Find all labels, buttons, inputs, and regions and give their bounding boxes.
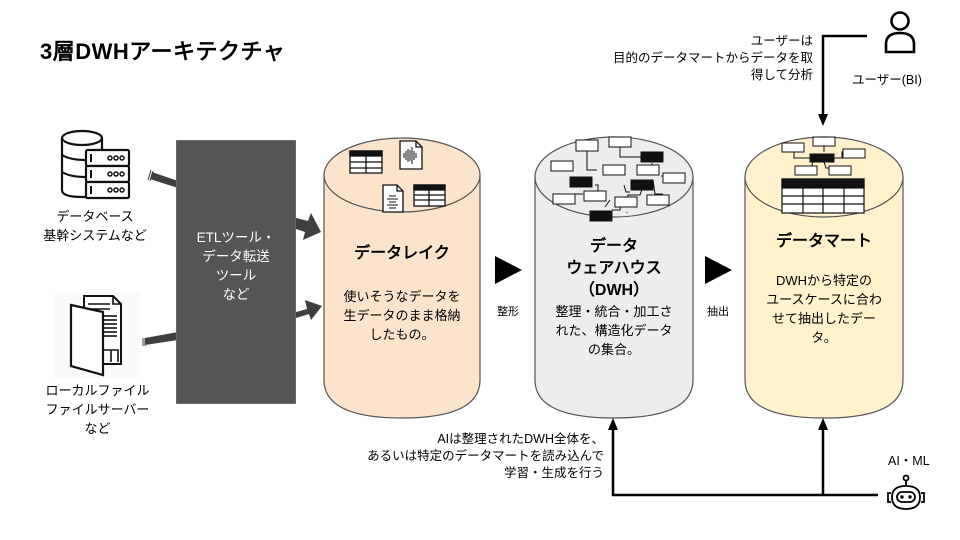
layer-description: 整理・統合・加工さ れた、構造化データ の集合。	[535, 302, 693, 359]
layer-description: DWHから特定の ユースケースに合わ せて抽出したデー タ。	[745, 271, 903, 347]
label-line: ファイルサーバー	[45, 402, 150, 417]
layer-title: ウェアハウス	[566, 260, 662, 277]
user-note: ユーザーは 目的のデータマートからデータを取 得して分析	[613, 33, 813, 84]
label-line: データベース	[56, 209, 134, 224]
schema-network-icon	[550, 136, 686, 222]
note-line: あるいは特定のデータマートを読み込んで	[367, 449, 604, 463]
ai-to-layers-arrows	[611, 428, 878, 497]
desc-line: 生データのまま格納	[343, 308, 461, 323]
etl-to-lake-arrow-bottom	[296, 300, 322, 320]
label-line: など	[222, 287, 250, 302]
label-line: 基幹システムなど	[43, 228, 147, 243]
ai-arrowhead-dwh	[608, 418, 618, 430]
note-line: AIは整理されたDWH全体を、	[437, 432, 604, 446]
audio-file-icon	[399, 140, 423, 170]
dwh-cylinder	[534, 136, 694, 419]
desc-line: タ。	[811, 330, 837, 345]
layer-title: データレイク	[354, 245, 450, 262]
document-icon	[382, 184, 404, 213]
layer-title: データマート	[775, 233, 872, 250]
desc-line: せて抽出したデー	[771, 311, 876, 326]
layer-title: データ	[589, 238, 638, 255]
ai-arrowhead-mart	[818, 418, 828, 430]
files-source-label: ローカルファイル ファイルサーバー など	[35, 381, 160, 438]
desc-line: 整理・統合・加工さ	[555, 304, 673, 319]
etl-tool-label: ETLツール・ データ転送 ツール など	[176, 228, 296, 304]
label-line: ETLツール・	[196, 230, 276, 245]
desc-line: したもの。	[369, 327, 435, 342]
label-line: ツール	[215, 268, 257, 283]
step-label-shape: 整形	[497, 306, 519, 318]
database-source-label: データベース 基幹システムなど	[40, 207, 150, 245]
source-to-etl-arrow-db	[147, 169, 178, 188]
step-label-extract: 抽出	[707, 306, 729, 318]
desc-line: DWHから特定の	[775, 273, 873, 288]
layer-title: （DWH）	[578, 282, 650, 299]
note-line: 学習・生成を行う	[503, 466, 604, 480]
table-icon	[349, 150, 383, 174]
etl-tool-box	[176, 140, 296, 404]
label-line: データ転送	[202, 249, 270, 264]
ai-note: AIは整理されたDWH全体を、 あるいは特定のデータマートを読み込んで 学習・生…	[367, 431, 604, 482]
schema-network-icon	[781, 136, 866, 176]
desc-line: れた、構造化データ	[555, 323, 673, 338]
source-to-etl-arrow-files	[142, 332, 178, 346]
step-arrow-extract	[705, 256, 732, 284]
table-icon	[781, 178, 865, 214]
data-lake-text: データレイク 使いそうなデータを 生データのまま格納 したもの。	[324, 243, 480, 344]
step-arrow-shape	[495, 256, 522, 284]
label-line: など	[84, 421, 111, 436]
page-title: 3層DWHアーキテクチャ	[40, 39, 286, 64]
note-line: 目的のデータマートからデータを取	[612, 51, 813, 65]
data-mart-cylinder	[744, 136, 904, 419]
user-to-mart-arrow	[818, 34, 867, 126]
desc-line: 使いそうなデータを	[343, 289, 461, 304]
ai-label: AI・ML	[888, 454, 930, 468]
etl-to-lake-arrow-top	[296, 213, 321, 240]
desc-line: の集合。	[587, 342, 640, 357]
data-mart-text: データマート DWHから特定の ユースケースに合わ せて抽出したデー タ。	[745, 231, 903, 347]
database-server-icon	[60, 129, 131, 200]
desc-line: ユースケースに合わ	[766, 292, 882, 307]
dwh-text: データ ウェアハウス （DWH） 整理・統合・加工さ れた、構造化データ の集合…	[535, 236, 693, 359]
note-line: 得して分析	[750, 68, 813, 82]
robot-icon	[887, 474, 925, 510]
data-lake-cylinder	[323, 137, 481, 419]
note-line: ユーザーは	[750, 34, 813, 48]
user-icon	[884, 11, 916, 54]
layer-description: 使いそうなデータを 生データのまま格納 したもの。	[324, 287, 480, 344]
table-icon	[413, 184, 446, 207]
file-documents-icon	[54, 292, 140, 378]
label-line: ローカルファイル	[45, 383, 150, 398]
user-label: ユーザー(BI)	[852, 73, 922, 87]
